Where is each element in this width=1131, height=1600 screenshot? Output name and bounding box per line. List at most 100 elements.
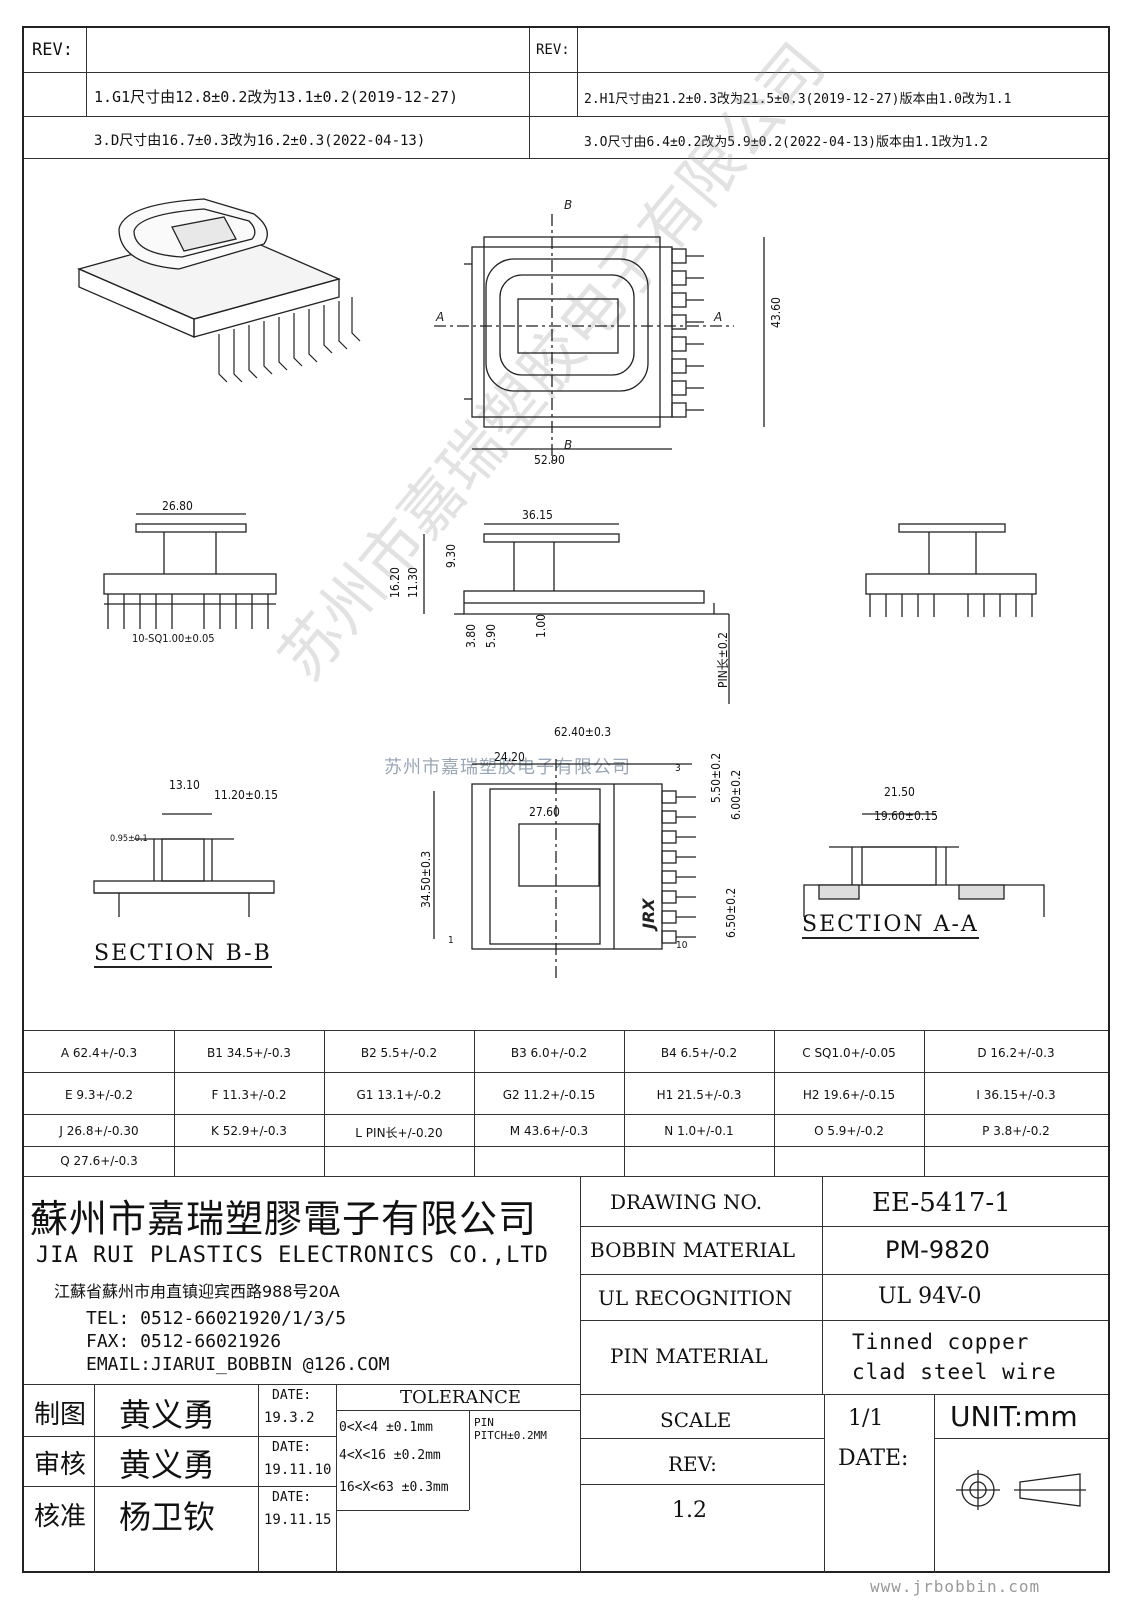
dim-l: PIN长±0.2: [716, 632, 730, 688]
date-label-drawn: DATE:: [272, 1388, 312, 1403]
dim-b1: 34.50±0.3: [419, 850, 433, 908]
dim-e: 9.30: [444, 543, 458, 568]
pin-number-3: 3: [675, 763, 681, 774]
brand-mark-text: JRX: [639, 898, 658, 932]
tolerance-row-3: 16<X<63 ±0.3mm: [339, 1480, 449, 1495]
spec-c: C SQ1.0+/-0.05: [802, 1046, 896, 1060]
dim-m-height: 43.60: [769, 297, 783, 328]
section-marker-b-bottom: B: [564, 438, 572, 452]
name-drawn: 黄义勇: [119, 1396, 216, 1434]
section-b-b-title: SECTION B-B: [94, 941, 272, 968]
spec-b2: B2 5.5+/-0.2: [360, 1046, 438, 1060]
drawing-no-label: DRAWING NO.: [610, 1190, 763, 1214]
rev-note-1: 1.G1尺寸由12.8±0.2改为13.1±0.2(2019-12-27): [94, 88, 458, 106]
dim-o: 5.90: [484, 623, 498, 648]
rev-left-label: REV:: [32, 40, 73, 60]
bottom-view: [433, 759, 696, 979]
technical-drawing: B B A A JRX: [77, 198, 1045, 979]
rev-note-4: 3.O尺寸由6.4±0.2改为5.9±0.2(2022-04-13)版本由1.1…: [584, 135, 988, 150]
spec-k: K 52.9+/-0.3: [211, 1124, 287, 1138]
section-b-b-drawing: [93, 813, 275, 917]
rev-note-2: 2.H1尺寸由21.2±0.3改为21.5±0.3(2019-12-27)版本由…: [584, 92, 1012, 107]
spec-g2: G2 11.2+/-0.15: [502, 1088, 596, 1102]
drawing-no-value: EE-5417-1: [872, 1188, 1011, 1218]
dim-p: 3.80: [464, 623, 478, 648]
dim-f: 11.30: [406, 567, 420, 598]
date-label-approved: DATE:: [272, 1490, 312, 1505]
spec-h1: H1 21.5+/-0.3: [656, 1088, 742, 1102]
section-marker-b-top: B: [564, 198, 572, 212]
spec-o: O 5.9+/-0.2: [814, 1124, 884, 1138]
name-approved: 杨卫钦: [119, 1498, 216, 1536]
rev-label: REV:: [668, 1452, 717, 1476]
tolerance-row-2: 4<X<16 ±0.2mm: [339, 1448, 441, 1463]
spec-l: L PIN长+/-0.20: [355, 1126, 443, 1140]
company-name-cn: 蘇州市嘉瑞塑膠電子有限公司: [30, 1197, 538, 1241]
isometric-view: [77, 198, 361, 383]
spec-m: M 43.6+/-0.3: [509, 1124, 589, 1138]
section-a-a-drawing: [803, 813, 1045, 917]
role-checked: 审核: [34, 1450, 87, 1480]
rev-note-3: 3.D尺寸由16.7±0.3改为16.2±0.3(2022-04-13): [94, 133, 426, 149]
dim-b3: 6.00±0.2: [729, 769, 743, 820]
side-view-left: [103, 513, 277, 629]
date-drawn: 19.3.2: [264, 1410, 315, 1426]
ul-recognition-label: UL RECOGNITION: [598, 1286, 793, 1310]
pin-material-value-1: Tinned copper: [852, 1330, 1030, 1354]
title-block: DRAWING NO. EE-5417-1 BOBBIN MATERIAL PM…: [580, 1176, 1108, 1573]
dim-b4: 6.50±0.2: [724, 887, 738, 938]
company-email: EMAIL:JIARUI_BOBBIN @126.COM: [86, 1354, 390, 1375]
date-approved: 19.11.15: [264, 1512, 332, 1528]
dim-n: 1.00: [534, 613, 548, 638]
top-view: [434, 214, 765, 464]
pin-material-label: PIN MATERIAL: [610, 1344, 768, 1368]
date-label: DATE:: [838, 1446, 909, 1471]
dim-d: 16.20: [388, 567, 402, 598]
spec-n: N 1.0+/-0.1: [664, 1124, 734, 1138]
section-a-a-title: SECTION A-A: [802, 912, 979, 939]
company-tel: TEL: 0512-66021920/1/3/5: [86, 1308, 347, 1329]
pin-number-10: 10: [676, 940, 688, 951]
spec-e: E 9.3+/-0.2: [65, 1088, 133, 1102]
scale-value: 1/1: [848, 1406, 884, 1431]
dim-k-width: 52.90: [534, 453, 565, 467]
footer-url: www.jrbobbin.com: [870, 1577, 1041, 1596]
dim-pitch: 10-SQ1.00±0.05: [132, 632, 215, 645]
projection-symbol: [956, 1470, 1086, 1510]
dim-i: 36.15: [522, 508, 553, 522]
rev-right-label: REV:: [536, 42, 570, 58]
bobbin-material-value: PM-9820: [885, 1236, 990, 1264]
company-fax: FAX: 0512-66021926: [86, 1331, 282, 1352]
dim-wall: 0.95±0.1: [110, 834, 148, 844]
dimension-spec-table: A 62.4+/-0.3 B1 34.5+/-0.3 B2 5.5+/-0.2 …: [24, 1030, 1108, 1177]
spec-b1: B1 34.5+/-0.3: [207, 1046, 291, 1060]
role-drawn: 制图: [34, 1400, 87, 1430]
spec-j: J 26.8+/-0.30: [59, 1124, 139, 1138]
side-view-right: [865, 523, 1037, 617]
dim-a: 62.40±0.3: [554, 725, 612, 739]
tolerance-pin-pitch: PITCH±0.2MM: [474, 1429, 547, 1442]
bobbin-material-label: BOBBIN MATERIAL: [590, 1238, 796, 1262]
spec-a: A 62.4+/-0.3: [60, 1046, 138, 1060]
dim-q: 27.60: [529, 805, 560, 819]
drawing-sheet: REV: REV: 1.G1尺寸由12.8±0.2改为13.1±0.2(2019…: [22, 26, 1110, 1573]
section-marker-a-right: A: [713, 310, 722, 324]
tolerance-row-1: 0<X<4 ±0.1mm: [339, 1420, 433, 1435]
spec-p: P 3.8+/-0.2: [982, 1124, 1050, 1138]
spec-b4: B4 6.5+/-0.2: [660, 1046, 738, 1060]
unit-label: UNIT:mm: [950, 1400, 1078, 1433]
spec-q: Q 27.6+/-0.3: [60, 1154, 138, 1168]
watermark-line: 苏州市嘉瑞塑胶电子有限公司: [384, 757, 631, 778]
dim-h1: 21.50: [884, 785, 915, 799]
spec-b3: B3 6.0+/-0.2: [510, 1046, 588, 1060]
scale-label: SCALE: [660, 1408, 732, 1432]
tolerance-title: TOLERANCE: [400, 1387, 522, 1408]
dim-b2: 5.50±0.2: [709, 752, 723, 803]
spec-f: F 11.3+/-0.2: [211, 1088, 287, 1102]
company-address: 江蘇省蘇州市甪直镇迎宾西路988号20A: [54, 1282, 340, 1301]
role-approved: 核准: [34, 1502, 87, 1532]
date-checked: 19.11.10: [264, 1462, 332, 1478]
section-marker-a-left: A: [435, 310, 444, 324]
name-checked: 黄义勇: [119, 1446, 216, 1484]
ul-recognition-value: UL 94V-0: [878, 1284, 982, 1309]
